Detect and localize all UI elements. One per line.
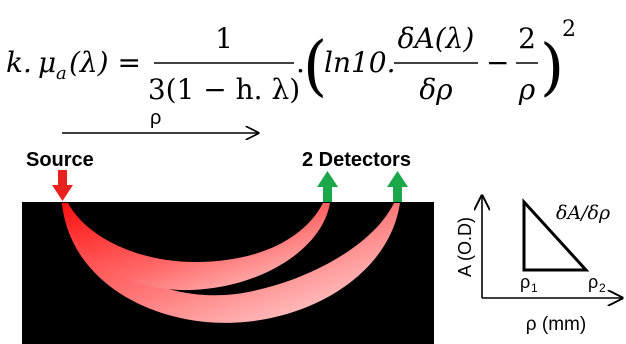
equation-minus: − [486,46,509,79]
rho-label: ρ [150,107,161,129]
right-paren: ) [540,30,564,103]
near-detector-photon-path [62,203,330,291]
plot-ylabel: A (O.D) [455,217,475,277]
fraction2-denominator: δρ [419,73,453,106]
far-detector-photon-path [62,203,400,323]
equation: k. μ a (λ) = 1 3(1 − h. λ) . ( ln10. δA(… [6,17,576,106]
equation-mu: μ [38,46,56,79]
equation-dot: . [296,46,305,79]
fraction2-numerator: δA(λ) [398,22,475,55]
fraction3-denominator: ρ [518,73,536,106]
attenuation-plot: A (O.D) ρ (mm) δA/δρ ρ 1 ρ 2 [455,196,622,335]
slope-label: δA/δρ [556,202,611,224]
optode-diagram: ρ Source 2 Detectors [22,107,434,344]
fraction3-numerator: 2 [518,22,536,55]
detector2-arrow-icon [387,171,408,202]
detectors-label: 2 Detectors [302,149,411,171]
rho2-label: ρ [588,272,598,292]
rho1-subscript: 1 [531,281,538,295]
power-exponent: 2 [562,17,576,42]
rho2-subscript: 2 [599,281,606,295]
source-arrow-icon [52,170,73,201]
source-label: Source [26,149,94,171]
equation-lhs: k. [6,46,32,79]
fraction1-denominator: 3(1 − h. λ) [148,73,300,106]
slope-triangle [522,198,590,272]
plot-xlabel: ρ (mm) [526,314,586,335]
equation-lambda-arg: (λ) = [69,46,141,79]
rho1-label: ρ [520,272,530,292]
equation-mu-subscript: a [56,63,67,84]
left-paren: ( [303,28,327,104]
detector1-arrow-icon [317,171,338,202]
ln10-term: ln10. [324,46,396,79]
fraction1-numerator: 1 [215,22,233,55]
